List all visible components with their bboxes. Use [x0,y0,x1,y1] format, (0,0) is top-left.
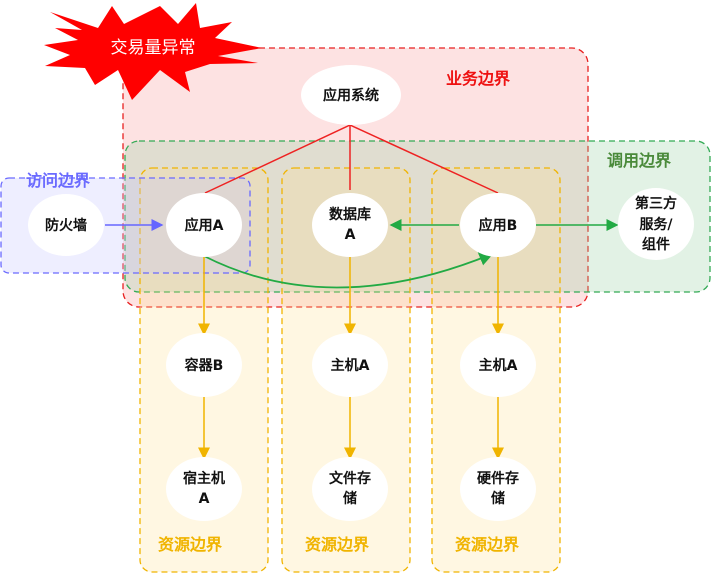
node-label: A [345,227,356,243]
node-label-line: 文件存 [329,470,371,487]
node-label: 宿主机 [183,470,225,487]
node-label: 应用B [479,217,518,234]
node-database-a[interactable]: 数据库 A [312,193,388,257]
node-label: 主机A [479,357,518,374]
node-label: 组件 [642,236,670,253]
node-label: 服务/ [639,216,673,233]
node-label: 储 [490,490,505,507]
node-firewall[interactable]: 防火墙 [28,194,104,256]
resource-boundary-label: 资源边界 [455,535,519,554]
node-physical-host-a[interactable]: 宿主机 A [166,457,242,521]
node-third-party[interactable]: 第三方 服务/ 组件 [618,188,694,260]
call-boundary-label: 调用边界 [607,151,671,170]
node-host-a[interactable]: 主机A [312,333,388,397]
node-label: 应用A [185,217,224,234]
node-hardware-storage[interactable]: 硬件存 储 [460,457,536,521]
node-label: 第三方 [635,195,677,212]
node-label: 数据库 [329,206,371,223]
call-boundary [124,140,711,293]
node-label: 硬件存 [477,470,519,487]
node-label: 防火墙 [45,217,87,234]
node-app-b[interactable]: 应用B [460,193,536,257]
node-app-a[interactable]: 应用A [166,193,242,257]
edge-system-app-b [349,124,499,194]
business-boundary-label: 业务边界 [446,69,510,88]
node-label: 应用系统 [323,87,379,104]
edge-system-app-a [204,124,351,194]
edge-app-a-app-b [203,252,494,289]
burst-star-icon [44,3,262,100]
node-label: 文件存 [329,470,371,487]
node-label: 容器B [184,357,224,374]
node-label: A [199,491,210,507]
alert-burst: 交易量异常 [44,3,262,100]
node-label: 储 [342,490,357,507]
access-boundary-label: 访问边界 [26,171,90,190]
node-app-system[interactable]: 应用系统 [301,65,401,125]
connectors [105,124,619,460]
resource-boundary-label: 资源边界 [305,535,369,554]
resource-boundary-label: 资源边界 [158,535,222,554]
alert-label: 交易量异常 [111,38,196,58]
node-host-a[interactable]: 主机A [460,333,536,397]
node-container-b[interactable]: 容器B [166,333,242,397]
node-label: 主机A [331,357,370,374]
node-file-storage[interactable]: 文件存 储 [312,457,388,521]
node-label-line: 硬件存 [477,470,519,487]
